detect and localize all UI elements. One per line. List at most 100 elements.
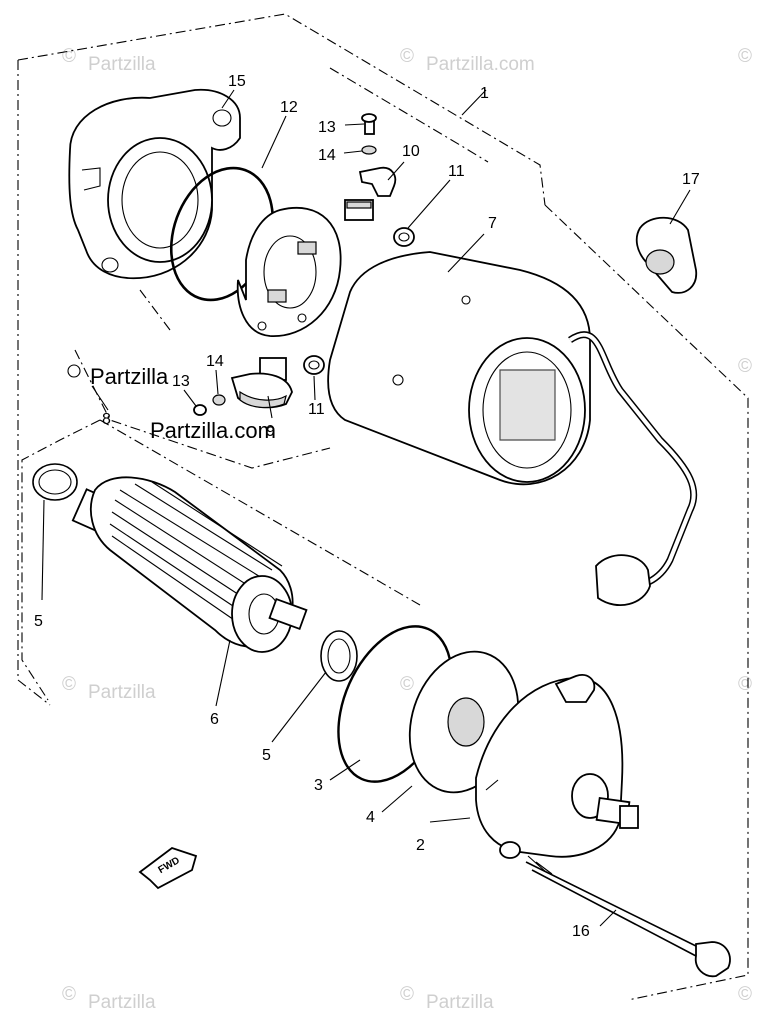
- winding-line: [111, 535, 241, 625]
- washer-outer: [320, 630, 358, 682]
- assembly-outline: [17, 60, 51, 706]
- winding-line: [111, 511, 251, 603]
- thrust-washer-top: [32, 463, 78, 501]
- front-cover-shaft-end: [619, 805, 639, 829]
- end-cover-terminal: [81, 167, 101, 191]
- watermark-site: Partzilla.com: [426, 54, 535, 75]
- part-label-11: 11: [308, 401, 325, 418]
- leader-14a: [343, 150, 363, 154]
- leader-14b: [215, 369, 219, 395]
- brush-slot: [297, 241, 317, 255]
- leader-11b: [313, 375, 316, 401]
- lower-brush-set: [193, 355, 325, 416]
- leader-4: [381, 785, 413, 813]
- screw-13-lower: [193, 404, 207, 416]
- watermark-brand: Partzilla: [88, 992, 156, 1013]
- watermark-brand-overlay: Partzilla: [90, 364, 169, 389]
- part-label-7: 7: [488, 215, 497, 232]
- spacer-plate-hole: [447, 697, 485, 747]
- watermark-site-overlay: Partzilla.com: [150, 418, 276, 443]
- winding-line: [151, 481, 283, 567]
- washer-inner: [38, 469, 72, 495]
- leader-5a: [41, 499, 45, 601]
- assembly-boundary-lines: [17, 13, 749, 1001]
- part-label-3: 3: [314, 777, 323, 794]
- through-bolt: [525, 855, 731, 978]
- bolt-thread: [527, 855, 553, 875]
- terminal-cap: [635, 216, 698, 294]
- watermark-copyright: ©: [62, 984, 76, 1005]
- brush-plate-hole: [297, 313, 307, 323]
- part-label-8: 8: [102, 411, 111, 428]
- leader-16: [599, 909, 617, 927]
- part-label-5: 5: [34, 613, 43, 630]
- end-cover-inner-rim: [121, 151, 199, 249]
- leader-6: [215, 639, 231, 707]
- leader-3: [329, 759, 361, 781]
- thrust-washer-lower: [320, 630, 358, 682]
- leader-15: [221, 89, 235, 109]
- armature-outline: [99, 419, 421, 606]
- brush-slot: [267, 289, 287, 303]
- end-cover-opening: [107, 137, 213, 263]
- yoke-magnets: [499, 369, 556, 441]
- watermark-brand: Partzilla: [88, 54, 156, 75]
- front-cover-ear: [554, 674, 596, 703]
- leader-9: [267, 395, 273, 419]
- part-label-14: 14: [206, 353, 224, 370]
- rear-end-cover: [68, 88, 241, 280]
- armature-outline: [21, 419, 101, 701]
- watermark-copyright: ©: [400, 674, 414, 695]
- assembly-outline: [17, 13, 546, 206]
- leader-5b: [271, 671, 327, 743]
- part-label-16: 16: [572, 923, 590, 940]
- brush-plate-body: [236, 206, 342, 337]
- watermark-overlay: Partzilla Partzilla.com: [67, 364, 276, 443]
- bolt-head: [694, 941, 731, 978]
- yoke-screw: [392, 374, 404, 386]
- brush-group-outline: [74, 349, 331, 469]
- grommet-11: [393, 227, 415, 247]
- watermark-brand: Partzilla: [426, 992, 494, 1013]
- brush-plate-hub: [263, 235, 317, 309]
- watermark-copyright: ©: [400, 984, 414, 1005]
- brush-holder-10: [358, 166, 397, 197]
- washer-inner: [327, 638, 351, 674]
- part-labels: 1 2 3 4 5 5 6 7 8 9 10 11 11 12 13 13 14…: [34, 73, 700, 940]
- part-label-11: 11: [448, 163, 465, 180]
- brush-plate-hole: [257, 321, 267, 331]
- winding-line: [119, 489, 263, 579]
- leader-2: [429, 817, 471, 823]
- part-label-13: 13: [318, 119, 336, 136]
- lead-wire: [568, 332, 696, 589]
- part-label-10: 10: [402, 143, 420, 160]
- leader-12: [261, 115, 287, 169]
- cap-opening: [645, 249, 675, 275]
- part-label-13: 13: [172, 373, 190, 390]
- front-cover-seam: [485, 779, 499, 791]
- grommet-hole: [398, 232, 410, 242]
- leader-17: [669, 189, 691, 225]
- watermark-copyright: ©: [738, 674, 752, 695]
- watermark-copyright: ©: [62, 674, 76, 695]
- brush-group-outline: [139, 289, 171, 331]
- part-label-5: 5: [262, 747, 271, 764]
- armature-windings: [109, 481, 283, 625]
- leader-10: [387, 161, 405, 181]
- fwd-direction-marker: FWD: [138, 846, 198, 890]
- end-cover-bolt-hole: [212, 109, 232, 127]
- leader-lines: [41, 89, 691, 927]
- yoke-inner: [482, 351, 572, 469]
- assembly-outline: [544, 204, 749, 1001]
- front-cover: [475, 674, 639, 859]
- watermark-brand: Partzilla: [88, 682, 156, 703]
- yoke-screw: [461, 295, 471, 305]
- watermark-copyright: ©: [738, 46, 752, 67]
- leader-7: [447, 233, 485, 273]
- winding-line: [134, 483, 273, 571]
- part-label-4: 4: [366, 809, 375, 826]
- watermark-copyright: ©: [738, 984, 752, 1005]
- bolt-shank-bottom: [531, 869, 697, 957]
- grommet-hole: [308, 360, 320, 370]
- yoke-housing: [327, 251, 591, 486]
